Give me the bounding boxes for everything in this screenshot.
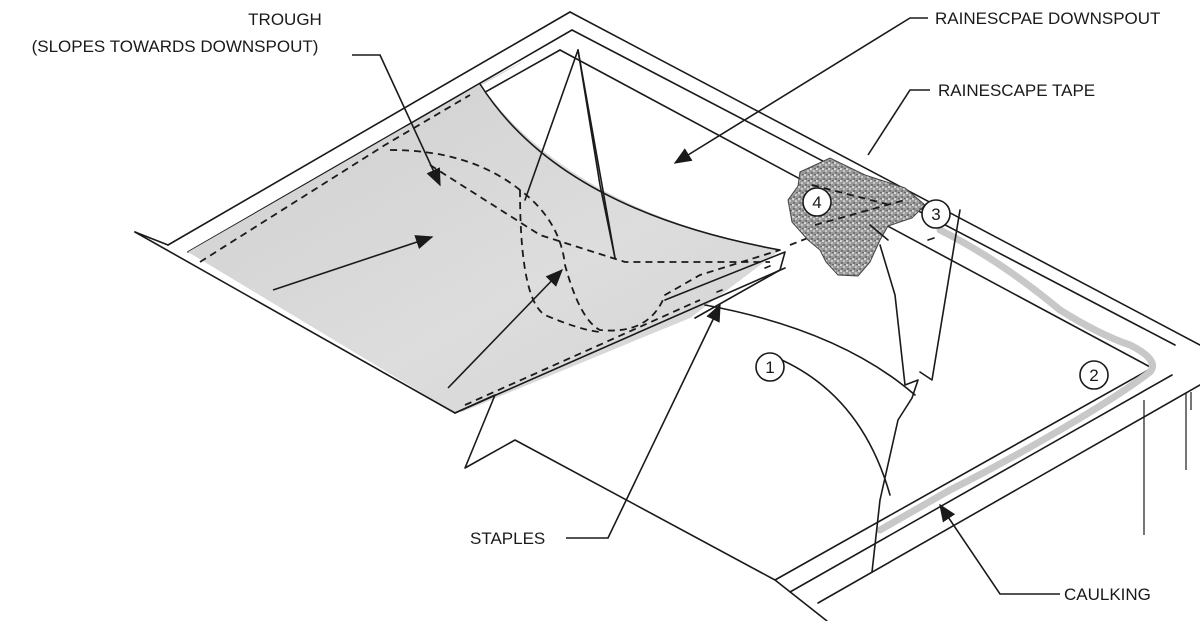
fold-breaklines (869, 209, 961, 573)
callout-2-number: 2 (1089, 366, 1098, 385)
callout-1: 1 (755, 352, 785, 382)
label-staples: STAPLES (470, 529, 545, 548)
callout-3: 3 (921, 199, 951, 229)
label-trough: TROUGH (248, 10, 322, 29)
sill-frame (774, 367, 1200, 621)
trough-sheet (188, 60, 780, 413)
label-downspout: RAINESCPAE DOWNSPOUT (935, 9, 1160, 28)
label-tape: RAINESCAPE TAPE (938, 81, 1095, 100)
staple-marks (716, 237, 935, 293)
label-leaders (352, 17, 1060, 595)
flow-arrows (272, 235, 564, 389)
label-trough-note: (SLOPES TOWARDS DOWNSPOUT) (32, 37, 319, 56)
caulking-bead (876, 226, 1156, 534)
tape-patch (787, 157, 926, 277)
callout-2: 2 (1079, 360, 1109, 390)
callout-4: 4 (802, 187, 832, 217)
sheet-front-edge (454, 83, 786, 414)
callout-3-number: 3 (931, 205, 940, 224)
text-labels: TROUGH (SLOPES TOWARDS DOWNSPOUT) RAINES… (32, 9, 1161, 604)
sheet-fold-lines (524, 49, 916, 496)
callout-1-number: 1 (765, 358, 774, 377)
label-caulking: CAULKING (1064, 585, 1151, 604)
callout-4-number: 4 (812, 193, 821, 212)
